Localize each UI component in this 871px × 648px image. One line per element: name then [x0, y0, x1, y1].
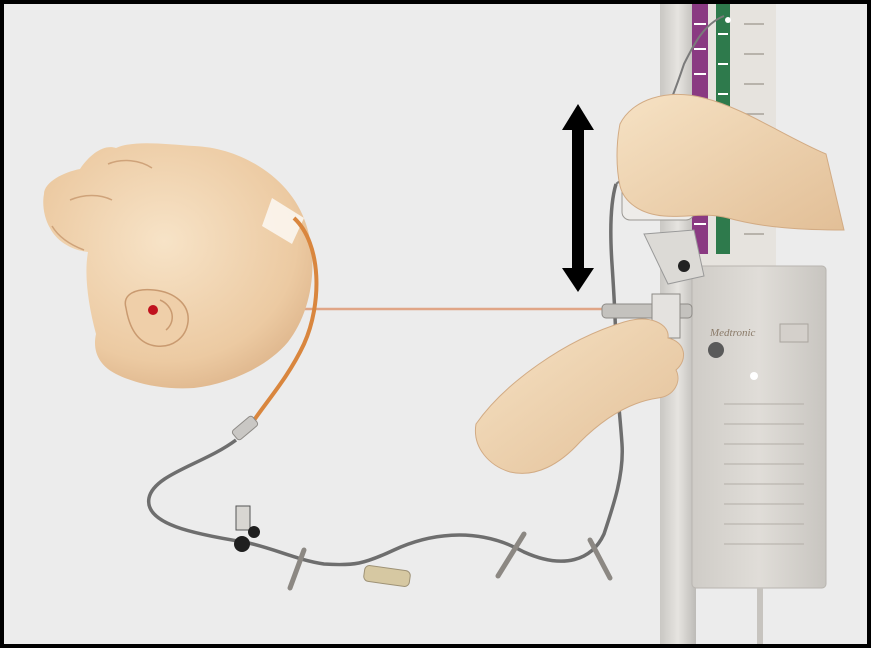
brand-label: Medtronic	[709, 327, 756, 339]
upper-hand	[617, 94, 844, 230]
catheter-connector	[231, 415, 259, 441]
drainage-bag	[692, 266, 826, 644]
luer-cap	[363, 565, 411, 587]
double-arrow-icon	[562, 104, 594, 292]
lower-hand	[475, 319, 683, 473]
patient-head	[43, 143, 312, 388]
ear-marker-dot	[148, 305, 158, 315]
evd-leveling-illustration: Medtronic	[4, 4, 867, 644]
